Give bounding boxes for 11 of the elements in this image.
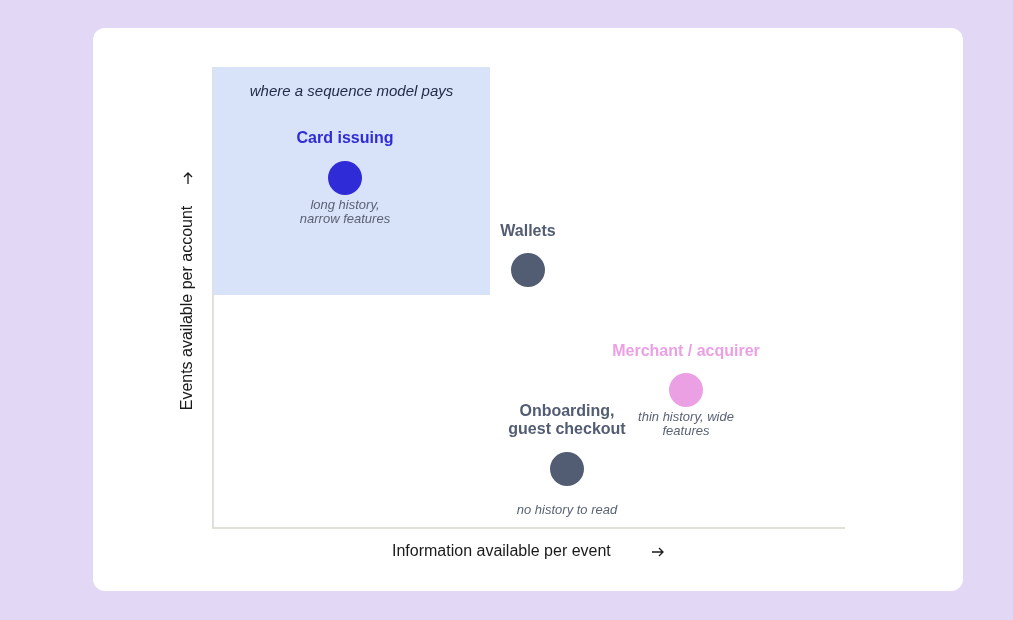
point-caption: thin history, wide features — [637, 410, 735, 438]
point-caption: long history, narrow features — [298, 198, 392, 226]
point-label: Onboarding, guest checkout — [507, 402, 627, 438]
point-label: Merchant / acquirer — [611, 342, 761, 360]
point-label: Wallets — [499, 222, 557, 240]
region-label: where a sequence model pays — [248, 82, 455, 99]
point-caption: no history to read — [515, 503, 619, 517]
highlight-region — [213, 67, 490, 295]
point-label: Card issuing — [295, 129, 395, 147]
axis-label: Events available per account — [178, 205, 196, 411]
axis-label: Information available per event — [392, 542, 611, 560]
